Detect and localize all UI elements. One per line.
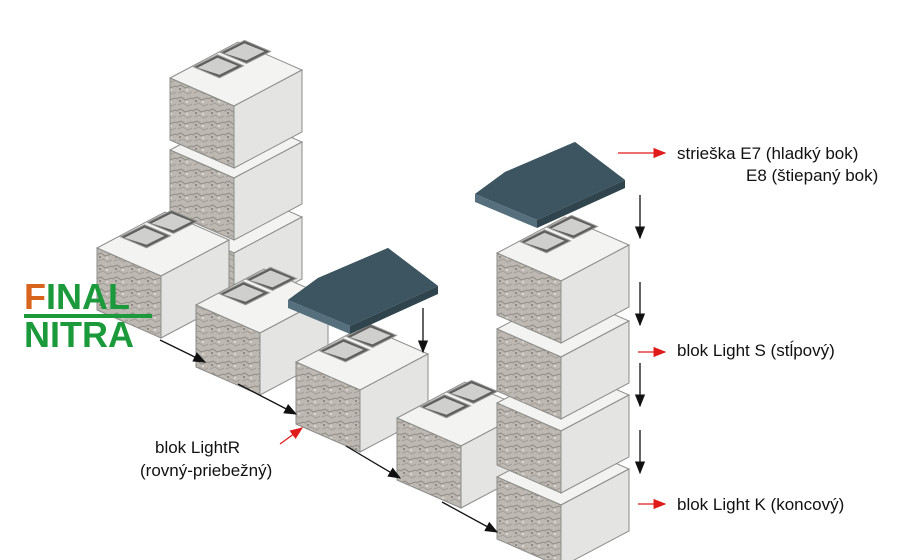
placement-arrow-1	[159, 339, 207, 363]
block-smooth-face	[233, 141, 303, 241]
block-smooth-face	[560, 244, 630, 344]
cap-edge-right	[537, 180, 625, 228]
block-hole-inner	[524, 232, 565, 250]
block-run-2	[194, 266, 330, 396]
block-smooth-face	[560, 468, 630, 560]
cap-edge-left	[288, 300, 350, 334]
cap-edge-right	[350, 286, 438, 334]
cap-middle	[288, 248, 438, 334]
block-hole-inner	[323, 341, 364, 359]
block-run-3	[294, 323, 430, 453]
block-run-1	[95, 209, 231, 339]
logo-word-final-rest: INAL	[46, 276, 130, 317]
end-block-label: blok Light K (koncový)	[677, 495, 845, 514]
placement-arrow-3	[345, 445, 402, 479]
cap-label-line1: strieška E7 (hladký bok)	[677, 144, 859, 163]
cap-label-line2: E8 (štiepaný bok)	[746, 166, 879, 185]
block-split-face	[496, 476, 562, 560]
block-hole-inner	[250, 270, 291, 288]
final-nitra-logo: FINAL NITRA	[24, 278, 164, 354]
straight-block-pointer-arrow	[279, 427, 304, 445]
block-hole-inner	[424, 397, 465, 415]
logo-underline	[24, 314, 152, 318]
straight-block-label-line2: (rovný-priebežný)	[140, 461, 273, 480]
placement-arrow-4	[441, 501, 499, 533]
assembly-arrows	[159, 147, 667, 533]
block-left-pillar-1	[168, 39, 304, 169]
logo-letter-f: F	[24, 276, 46, 317]
cap-right	[475, 142, 625, 228]
block-right-pillar-1	[495, 214, 631, 344]
cap-front-slope	[475, 142, 625, 220]
pillar-block-label: blok Light S (stĺpový)	[677, 341, 835, 360]
block-hole-inner	[224, 43, 265, 61]
block-smooth-face	[233, 69, 303, 169]
block-hole-inner	[151, 213, 192, 231]
concrete-blocks	[95, 39, 631, 560]
block-smooth-face	[560, 394, 630, 494]
block-hole-inner	[223, 284, 264, 302]
logo-word-nitra: NITRA	[24, 314, 134, 355]
placement-arrow-2	[237, 383, 298, 415]
block-hole-inner	[197, 57, 238, 75]
block-run-4	[395, 379, 531, 509]
cap-edge-left	[475, 194, 537, 228]
block-smooth-face	[560, 320, 630, 420]
block-hole-inner	[451, 383, 492, 401]
roof-caps	[288, 142, 625, 334]
block-hole-inner	[350, 327, 391, 345]
block-hole-inner	[551, 218, 592, 236]
cap-front-slope	[288, 248, 438, 326]
block-hole-inner	[124, 227, 165, 245]
straight-block-label-line1: blok LightR	[155, 438, 241, 457]
